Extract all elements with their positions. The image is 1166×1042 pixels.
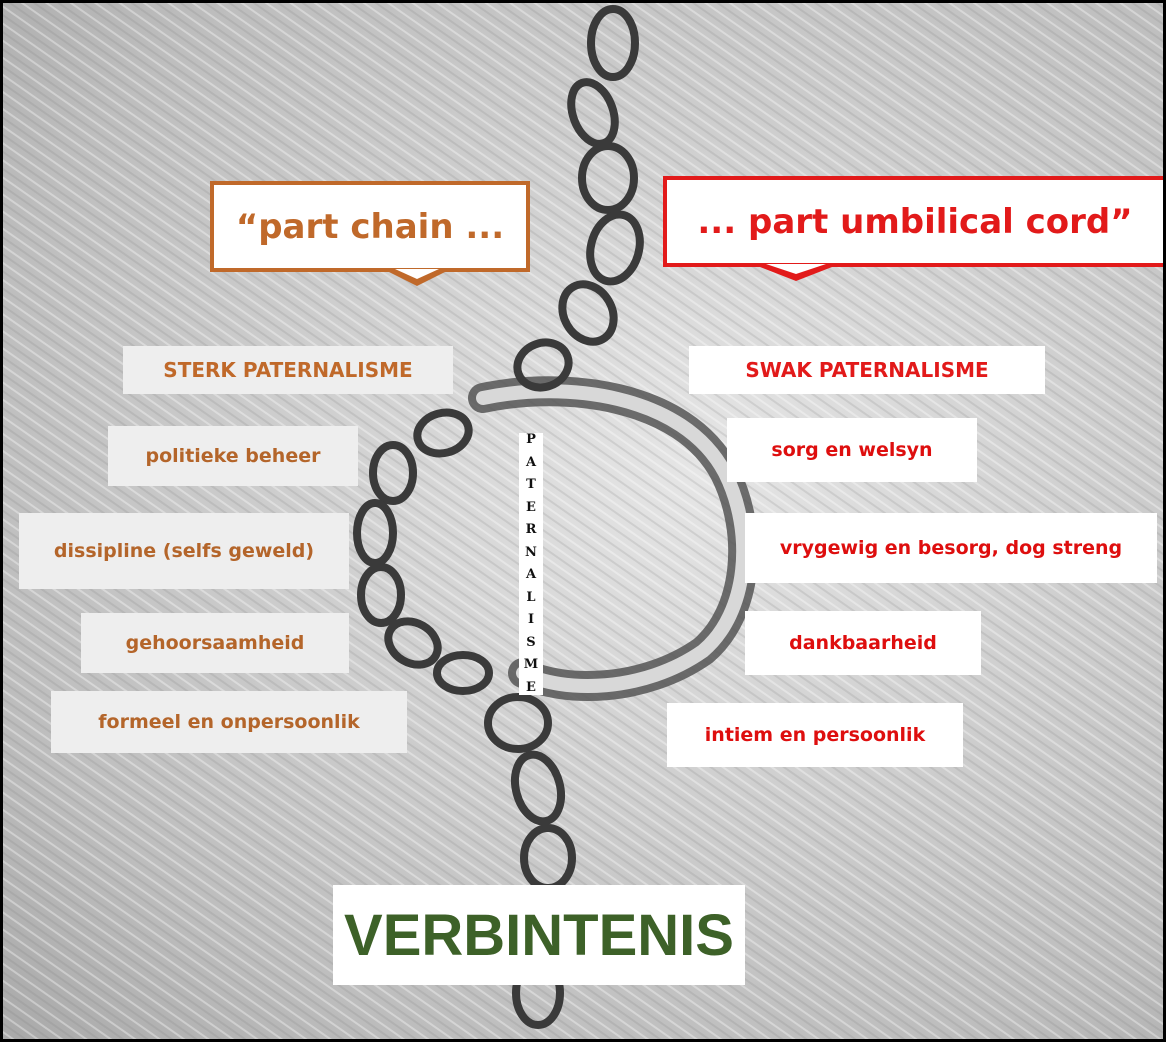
- bottom-title-verbintenis: VERBINTENIS: [333, 885, 745, 985]
- vertical-letter: E: [526, 501, 536, 515]
- left-item-label: dissipline (selfs geweld): [54, 540, 314, 562]
- callout-part-umbilical-cord: ... part umbilical cord”: [663, 176, 1166, 267]
- vertical-letter: I: [528, 613, 534, 627]
- left-item-label: formeel en onpersoonlik: [98, 711, 359, 733]
- callout-right-pointer-fill: [766, 264, 826, 274]
- left-item-formeel: formeel en onpersoonlik: [51, 691, 407, 753]
- right-item-label: intiem en persoonlik: [705, 724, 925, 746]
- callout-right-text: ... part umbilical cord”: [697, 202, 1132, 242]
- left-item-gehoorsaamheid: gehoorsaamheid: [81, 613, 349, 673]
- heading-swak-paternalisme: SWAK PATERNALISME: [689, 346, 1045, 394]
- vertical-letter: R: [526, 523, 537, 537]
- callout-left-pointer-fill: [395, 269, 439, 279]
- right-item-dankbaarheid: dankbaarheid: [745, 611, 981, 675]
- callout-left-text: “part chain ...: [236, 207, 504, 247]
- right-item-intiem: intiem en persoonlik: [667, 703, 963, 767]
- bottom-title-text: VERBINTENIS: [344, 902, 734, 969]
- vertical-letter: A: [526, 456, 536, 470]
- vertical-paternalisme-label: P A T E R N A L I S M E: [519, 433, 543, 695]
- vertical-letter: N: [525, 546, 537, 560]
- left-item-label: politieke beheer: [146, 445, 321, 467]
- right-item-label: dankbaarheid: [789, 632, 937, 654]
- vertical-letter: E: [526, 681, 536, 695]
- left-item-dissipline: dissipline (selfs geweld): [19, 513, 349, 589]
- vertical-letter: S: [526, 636, 535, 650]
- vertical-letter: P: [526, 433, 536, 447]
- right-item-sorg-en-welsyn: sorg en welsyn: [727, 418, 977, 482]
- callout-part-chain: “part chain ...: [210, 181, 530, 272]
- vertical-letter: T: [526, 478, 536, 492]
- right-item-label: vrygewig en besorg, dog streng: [780, 537, 1122, 559]
- heading-right-text: SWAK PATERNALISME: [745, 358, 988, 382]
- vertical-letter: A: [526, 568, 536, 582]
- right-item-vrygewig: vrygewig en besorg, dog streng: [745, 513, 1157, 583]
- left-item-label: gehoorsaamheid: [126, 632, 305, 654]
- heading-sterk-paternalisme: STERK PATERNALISME: [123, 346, 453, 394]
- vertical-letter: L: [526, 591, 535, 605]
- right-item-label: sorg en welsyn: [771, 439, 932, 461]
- left-item-politieke-beheer: politieke beheer: [108, 426, 358, 486]
- heading-left-text: STERK PATERNALISME: [163, 358, 412, 382]
- vertical-letter: M: [524, 658, 538, 672]
